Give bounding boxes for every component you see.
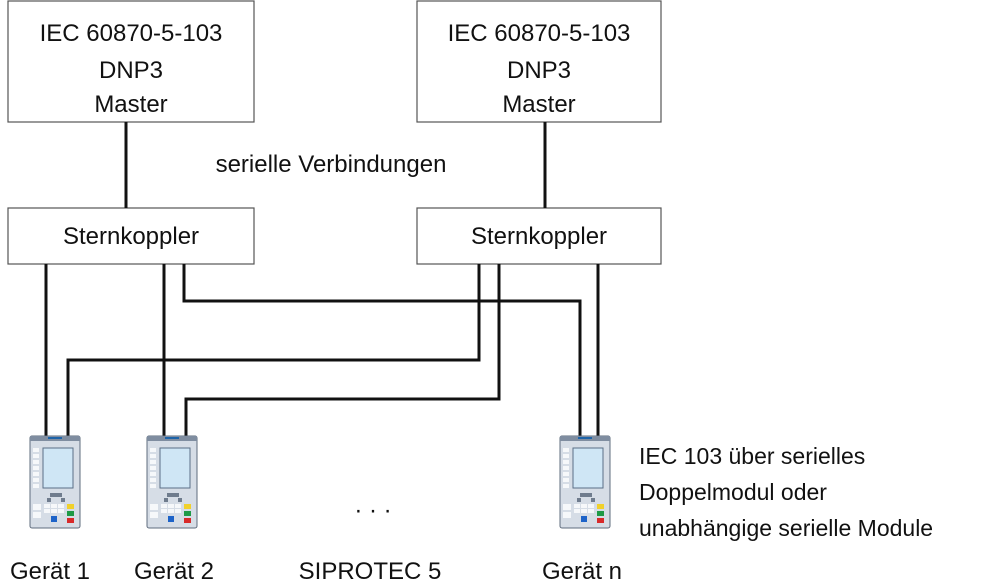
note-line-2: Doppelmodul oder [639,479,827,505]
star-coupler-box-left [7,207,255,265]
note-line-1: IEC 103 über serielles [639,443,865,469]
device-2-label: Gerät 2 [134,558,214,585]
star-coupler-box-right [416,207,662,265]
master-right-line-2: DNP3 [507,57,571,84]
device-n-label: Gerät n [542,558,622,585]
master-right-line-3: Master [502,91,575,118]
device-2-icon [146,435,198,529]
device-n-icon [559,435,611,529]
device-1-label: Gerät 1 [10,558,90,585]
device-1-icon [29,435,81,529]
master-left-line-3: Master [94,91,167,118]
star-coupler-right-label: Sternkoppler [471,223,607,250]
left-coupler-to-device-n-line [182,264,582,436]
device-ellipsis: · · · [354,497,391,524]
master-box-left [7,0,255,123]
right-coupler-to-device-2-line [184,264,501,436]
master-left-line-1: IEC 60870-5-103 [40,20,223,47]
star-coupler-left-label: Sternkoppler [63,223,199,250]
master-left-line-2: DNP3 [99,57,163,84]
right-coupler-to-device-1-line [66,264,481,436]
serial-connections-label: serielle Verbindungen [216,151,447,178]
siprotec-family-label: SIPROTEC 5 [299,558,442,585]
master-box-right [416,0,662,123]
master-right-line-1: IEC 60870-5-103 [448,20,631,47]
note-line-3: unabhängige serielle Module [639,515,933,541]
